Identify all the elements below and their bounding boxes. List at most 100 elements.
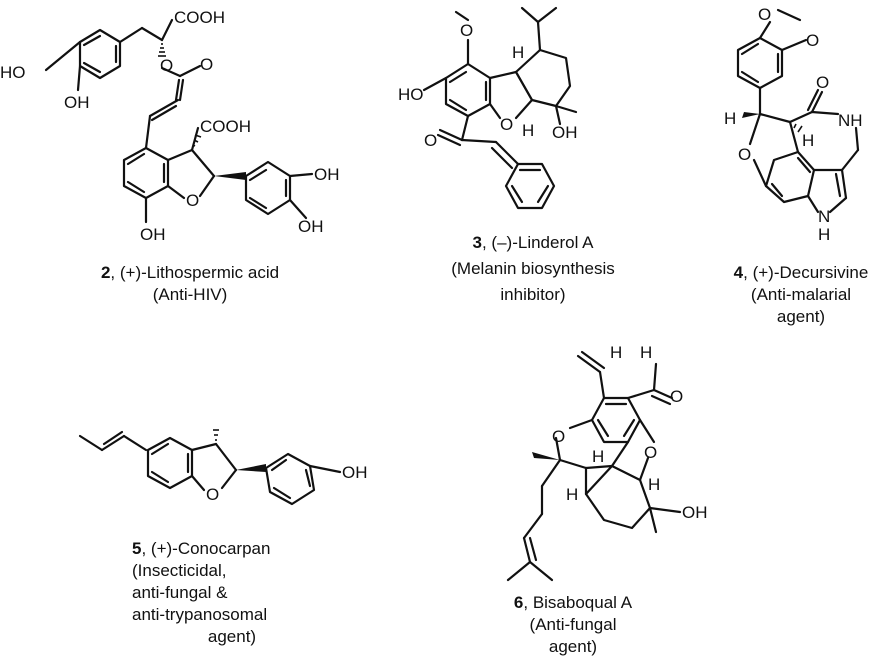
ester-bond [174, 78, 181, 102]
caption-note: (Insecticidal, [132, 561, 227, 580]
aldehyde-double-bond [580, 350, 606, 370]
ring-double-bond [596, 418, 610, 438]
atom-o: O [644, 443, 657, 462]
ring-double-bond [150, 442, 170, 456]
side-chain-bond [522, 512, 544, 540]
atom-o: O [424, 131, 437, 150]
enone-double-bond [494, 140, 520, 166]
caption-note: (Anti-fungal [529, 615, 617, 634]
atom-o: O [806, 31, 819, 50]
ring-double-bond [510, 184, 524, 204]
ring-double-bond [448, 70, 468, 84]
phenyl-ring [504, 162, 556, 210]
atom-n: N [818, 207, 830, 226]
atom-o: O [206, 485, 219, 504]
compound-name: , (+)-Conocarpan [141, 539, 271, 558]
ring-double-bond [150, 470, 170, 484]
catechol-ring-right [244, 160, 292, 216]
chain-bond [854, 126, 860, 152]
hashed-bond [192, 134, 202, 147]
caption-title: 3, (–)-Linderol A [408, 232, 658, 254]
ring-double-bond [82, 61, 102, 74]
ring-double-bond [740, 42, 760, 56]
furan-bond [488, 70, 518, 80]
propenyl-double-bond [102, 430, 124, 446]
wedge-bond [214, 172, 246, 180]
ring-double-bond [304, 468, 312, 488]
furan-bond [190, 474, 206, 492]
aldehyde-double-bond [650, 394, 672, 406]
atom-h: H [610, 343, 622, 362]
side-chain-bond [528, 560, 554, 582]
ring-bond [610, 440, 630, 468]
phenol-ring [264, 452, 316, 506]
atom-o: O [186, 191, 199, 210]
caption-compound-3: 3, (–)-Linderol A (Melanin biosynthesis … [408, 232, 658, 306]
atom-cooh: COOH [174, 8, 225, 27]
atom-h: H [566, 485, 578, 504]
furan-bond [638, 418, 656, 444]
aldehyde-bond [652, 388, 674, 400]
side-chain-bond [506, 560, 532, 582]
chain-bond [140, 26, 164, 42]
enone-double-bond [490, 146, 514, 170]
furan-bond [166, 148, 194, 162]
aldehyde-bond [576, 354, 602, 374]
oh-bond [308, 464, 342, 474]
pyrrole-bond [828, 196, 848, 214]
cyclohexane-ring [584, 464, 652, 530]
side-chain-double-bond [522, 536, 532, 564]
lactam-double-bond [806, 88, 820, 112]
ring-double-bond [622, 418, 636, 438]
atom-h: H [724, 109, 736, 128]
structure-linderol-a: O HO O H H OH O [398, 6, 578, 210]
caption-note: agent) [776, 307, 826, 326]
oh-bond [554, 104, 562, 126]
vinyl-bond [148, 98, 180, 118]
caption-note: inhibitor) [500, 285, 566, 304]
dioxole-bond [776, 8, 802, 22]
chain-bond [118, 26, 144, 44]
atom-oh: OH [342, 463, 368, 482]
furan-bond [748, 112, 762, 146]
atom-cooh: COOH [200, 117, 251, 136]
structure-conocarpan: O OH [78, 429, 368, 506]
indole-benzene-ring [764, 150, 816, 204]
compound-name: , (–)-Linderol A [481, 233, 594, 252]
caption-title: 5, (+)-Conocarpan [132, 538, 332, 560]
caption-note: (Anti-malarial [750, 285, 852, 304]
atom-h: H [522, 121, 534, 140]
atom-h: H [512, 43, 524, 62]
oh-bond [288, 198, 308, 220]
furan-bond [198, 174, 216, 198]
benzodioxole-ring [736, 36, 784, 90]
structure-lithospermic-acid: COOH O O HO OH COOH O OH OH OH [0, 8, 340, 244]
caption-compound-2: 2, (+)-Lithospermic acid (Anti-HIV) [60, 262, 320, 306]
aryl-ring [444, 62, 492, 118]
hashed-bond [158, 43, 166, 57]
methyl-bond [554, 104, 578, 114]
structure-bisaboqual-a: H H O O O H H H OH [506, 343, 708, 582]
furan-bond [166, 184, 186, 200]
atom-h: H [640, 343, 652, 362]
isopropyl-bond [536, 20, 542, 52]
dioxole-bond [758, 20, 772, 40]
atom-h: H [592, 447, 604, 466]
ring-double-bond [248, 196, 268, 210]
atom-oh: OH [140, 225, 166, 244]
ring-double-bond [448, 98, 468, 112]
caption-note: (Melanin biosynthesis [451, 259, 615, 278]
caption-note: anti-trypanosomal [132, 605, 268, 624]
atom-o: O [160, 56, 173, 75]
propenyl-bond [78, 434, 104, 452]
lactam-bond [788, 110, 814, 124]
benzofuran-benzene-ring [146, 436, 194, 490]
atom-oh: OH [64, 93, 90, 112]
lactam-double-bond [810, 90, 824, 114]
ketone-double-bond [438, 128, 464, 142]
atom-nh: NH [838, 111, 863, 130]
hashed-bond [793, 123, 803, 133]
ring-bond [788, 120, 800, 154]
atom-oh: OH [682, 503, 708, 522]
caption-note: (Anti-HIV) [152, 285, 228, 304]
